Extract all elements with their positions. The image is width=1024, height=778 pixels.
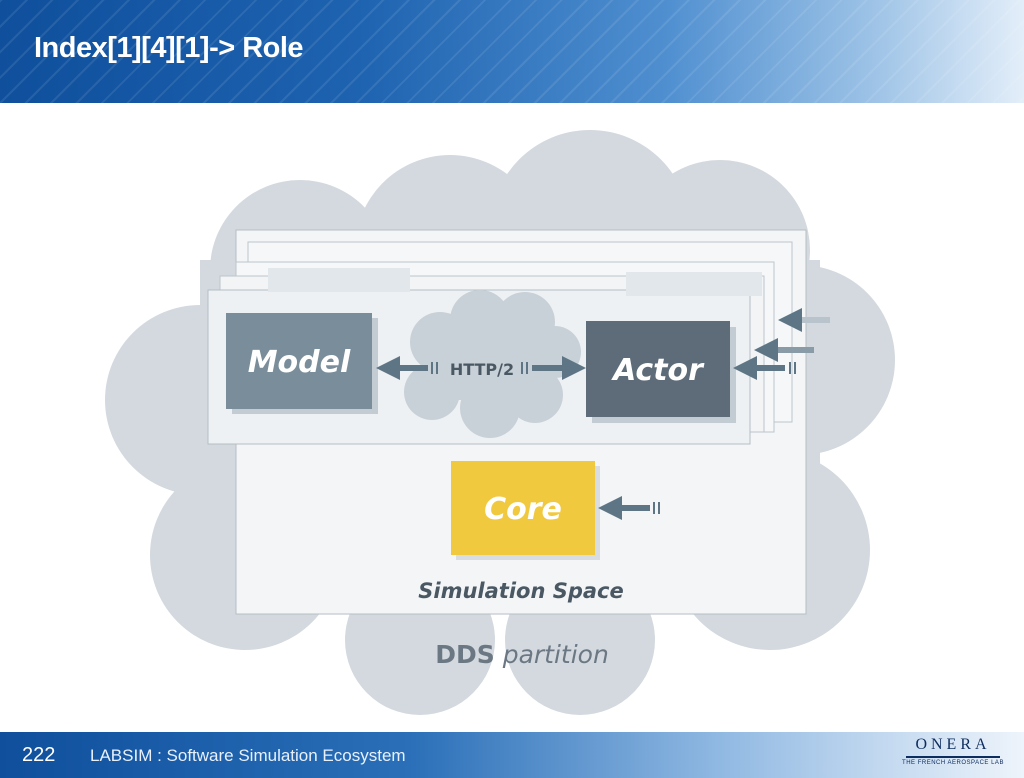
slide-title: Index[1][4][1]-> Role [34, 32, 304, 64]
actor-box [586, 321, 730, 417]
simulation-space-label: Simulation Space [418, 579, 623, 603]
model-label: Model [248, 345, 351, 380]
http-cloud [404, 290, 581, 438]
core-label: Core [484, 492, 562, 527]
logo-underline [906, 756, 1000, 758]
footer-bar [0, 732, 1024, 778]
model-box [226, 313, 372, 409]
core-input-arrow [598, 496, 660, 520]
actor-input-arrows [733, 308, 830, 380]
page-number: 222 [22, 744, 56, 766]
onera-logo: ONERA THE FRENCH AEROSPACE LAB [898, 736, 1008, 774]
dds-label: DDS [435, 640, 495, 669]
title-bar [0, 0, 1024, 103]
header-pattern [0, 0, 1024, 103]
logo-tagline: THE FRENCH AEROSPACE LAB [902, 760, 1004, 766]
footer-text: LABSIM : Software Simulation Ecosystem [90, 746, 406, 765]
http2-arrow-dashes [431, 362, 528, 374]
core-box [451, 461, 595, 555]
actor-label: Actor [611, 353, 705, 388]
partition-label: partition [502, 640, 609, 669]
protocol-label: HTTP/2 [450, 360, 514, 379]
logo-name: ONERA [915, 736, 991, 753]
